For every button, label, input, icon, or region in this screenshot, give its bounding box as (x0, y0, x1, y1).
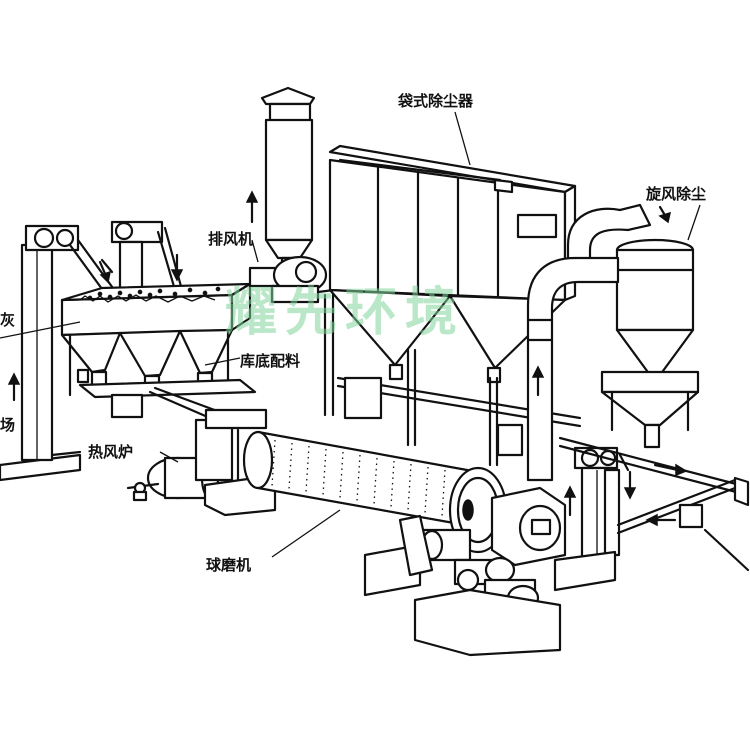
feed-conveyor (76, 368, 257, 420)
down-arrow-icon (98, 260, 111, 284)
bin-feed-elevator (100, 220, 184, 294)
up-arrow-icon (563, 485, 577, 517)
exhaust-chimney (260, 86, 316, 268)
label-cyclone: 旋风除尘 (645, 185, 706, 203)
label-bag-filter: 袋式除尘器 (397, 92, 474, 110)
down-arrow-icon (170, 253, 184, 282)
label-bottom-batching: 库底配料 (240, 352, 300, 370)
up-arrow-icon (531, 365, 545, 397)
label-hot-air-furnace: 热风炉 (88, 443, 133, 461)
down-arrow-icon (658, 205, 672, 224)
storage-bins (60, 282, 252, 397)
leader-lines (0, 111, 701, 558)
label-exhaust-fan: 排风机 (208, 230, 253, 248)
label-ball-mill: 球磨机 (206, 556, 251, 574)
mill-drum-texture (271, 439, 446, 517)
right-conveyor (558, 436, 750, 572)
right-arrow-icon (653, 463, 688, 477)
flow-arrows (7, 190, 688, 527)
ball-mill (242, 430, 617, 657)
cyclone-separator (566, 203, 700, 449)
bag-filter (323, 144, 582, 467)
left-bucket-elevator (20, 224, 120, 462)
down-arrow-icon (623, 470, 637, 500)
watermark-text: 耀先环境 (225, 283, 465, 343)
up-arrow-icon (7, 372, 21, 402)
left-floor-platform (0, 453, 82, 482)
label-ash-partial: 灰 (0, 311, 15, 329)
up-arrow-icon (245, 190, 259, 224)
exhaust-fan (248, 255, 336, 304)
label-field-partial: 场 (0, 416, 15, 434)
main-duct (526, 256, 620, 482)
left-arrow-icon (645, 513, 677, 527)
